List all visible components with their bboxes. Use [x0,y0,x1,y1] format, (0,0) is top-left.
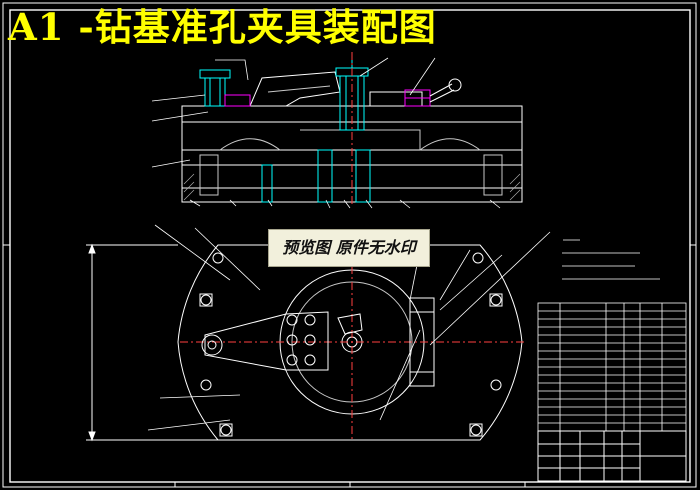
plan-clamp-lever [204,311,329,371]
preview-watermark: 预览图 原件无水印 [268,229,430,267]
parts-list [537,302,687,432]
front-view-leaders [151,57,501,209]
plan-view-leaders [147,224,551,431]
title-block [537,430,687,482]
plan-view [86,243,525,442]
base-outline [177,244,523,441]
left-bolt [199,69,231,107]
drawing-title: A1 -钻基准孔夹具装配图 [8,5,437,49]
side-bracket [409,297,435,387]
mounting-holes [199,252,503,437]
technical-notes [562,239,660,280]
lever-bolts [286,314,316,366]
front-section-view [181,52,523,205]
zone-marks [3,244,696,487]
